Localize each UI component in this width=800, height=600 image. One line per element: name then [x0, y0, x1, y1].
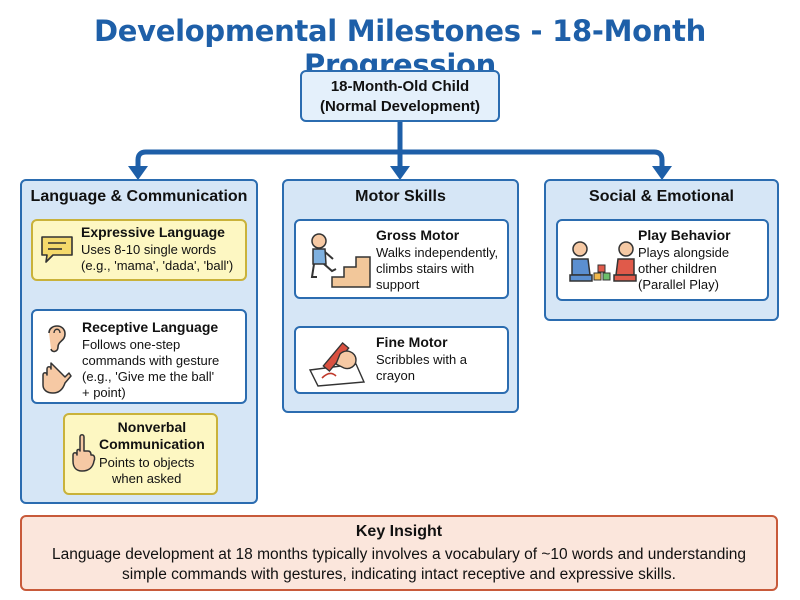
panel-language-title: Language & Communication	[30, 188, 248, 205]
panel-motor: Motor Skills Gross Motor Walks independe…	[282, 179, 519, 413]
receptive-title: Receptive Language	[82, 319, 219, 335]
key-insight-title: Key Insight	[355, 523, 443, 540]
play-behavior-text: Plays alongside other children (Parallel…	[638, 245, 730, 292]
page-title: Developmental Milestones - 18-Month Prog…	[93, 14, 707, 82]
pointing-hand-icon	[42, 362, 72, 394]
panel-language: Language & Communication Expressive Lang…	[20, 179, 258, 504]
ear-icon	[48, 325, 66, 353]
play-behavior-title: Play Behavior	[638, 227, 731, 243]
key-insight-box: Key Insight Language development at 18 m…	[20, 515, 778, 591]
panel-motor-title: Motor Skills	[355, 188, 446, 205]
root-line-1: 18-Month-Old Child	[330, 78, 470, 95]
children-playing-icon	[569, 241, 637, 282]
panel-social: Social & Emotional Play Behavior Plays a…	[544, 179, 779, 321]
nonverbal-title: Nonverbal Communication	[99, 419, 205, 452]
root-node: 18-Month-Old Child (Normal Development)	[300, 70, 500, 122]
key-insight-text: Language development at 18 months typica…	[51, 546, 747, 583]
card-play-behavior: Play Behavior Plays alongside other chil…	[556, 219, 769, 301]
fine-motor-text: Scribbles with a crayon	[376, 352, 468, 383]
card-receptive-language: Receptive Language Follows one-step comm…	[31, 309, 247, 404]
fine-motor-title: Fine Motor	[376, 334, 448, 350]
card-nonverbal-communication: Nonverbal Communication Points to object…	[63, 413, 218, 495]
root-line-2: (Normal Development)	[319, 98, 481, 115]
pointing-finger-icon	[72, 434, 96, 472]
nonverbal-text: Points to objects when asked	[99, 455, 195, 486]
receptive-text: Follows one-step commands with gesture (…	[82, 337, 220, 400]
card-fine-motor: Fine Motor Scribbles with a crayon	[294, 326, 509, 394]
speech-bubble-icon	[41, 236, 73, 263]
card-expressive-language: Expressive Language Uses 8-10 single wor…	[31, 219, 247, 281]
expressive-text: Uses 8-10 single words (e.g., 'mama', 'd…	[81, 242, 234, 273]
expressive-title: Expressive Language	[81, 224, 225, 240]
panel-social-title: Social & Emotional	[589, 188, 734, 205]
gross-motor-text: Walks independently, climbs stairs with …	[376, 245, 499, 292]
card-gross-motor: Gross Motor Walks independently, climbs …	[294, 219, 509, 299]
child-climbing-stairs-icon	[310, 233, 371, 288]
hand-crayon-icon	[308, 342, 366, 387]
gross-motor-title: Gross Motor	[376, 227, 460, 243]
